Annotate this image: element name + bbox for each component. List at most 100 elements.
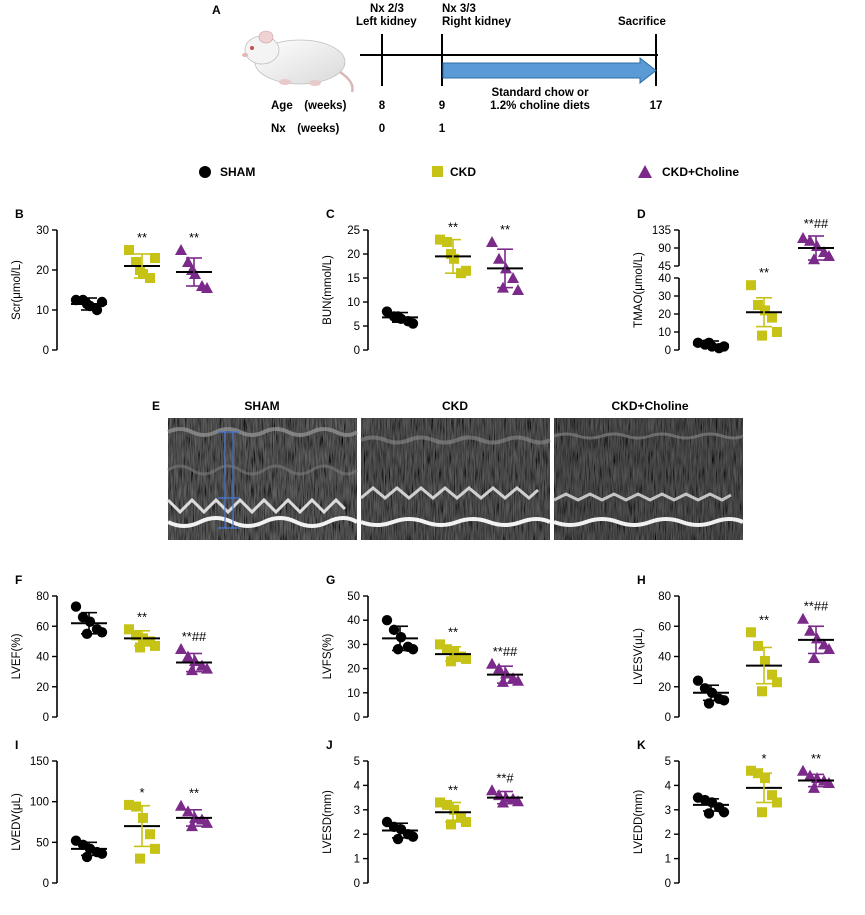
group-sham <box>692 675 730 709</box>
significance-label: * <box>139 785 144 800</box>
data-point <box>808 253 820 265</box>
legend-label-ckd-choline: CKD+Choline <box>662 165 739 179</box>
data-point <box>746 765 756 776</box>
significance-label: ** <box>759 265 769 280</box>
panel-letter: B <box>15 207 24 221</box>
y-tick-label: 3 <box>665 805 671 817</box>
data-point <box>767 312 777 323</box>
y-tick-label: 0 <box>43 878 49 890</box>
group-ckd: ** <box>746 265 782 341</box>
data-point <box>512 795 524 807</box>
data-point <box>70 601 82 612</box>
y-tick-label: 20 <box>36 682 49 694</box>
data-point <box>135 853 145 864</box>
y-tick-label: 60 <box>36 621 49 633</box>
significance-label: **## <box>493 644 518 659</box>
y-tick-label: 90 <box>658 243 671 255</box>
data-point <box>84 616 96 627</box>
age-value-8: 8 <box>379 100 386 112</box>
y-tick-label: 135 <box>652 225 671 237</box>
age-value-9: 9 <box>439 100 445 112</box>
y-tick-label: 20 <box>347 249 360 261</box>
panel-letter: D <box>637 207 646 221</box>
data-point <box>182 650 194 662</box>
data-point <box>201 662 213 674</box>
data-point <box>388 624 400 636</box>
y-tick-label: 1 <box>354 854 360 866</box>
data-point <box>150 253 160 263</box>
data-point <box>497 796 509 808</box>
data-point <box>131 257 141 267</box>
group-ckd: ** <box>124 230 160 283</box>
y-tick-label: 0 <box>43 712 49 724</box>
y-tick-label: 0 <box>665 712 671 724</box>
y-tick-label: 3 <box>354 805 360 817</box>
data-point <box>449 646 459 657</box>
data-point <box>182 805 194 817</box>
data-point <box>381 615 393 626</box>
y-tick-label: 40 <box>36 652 49 664</box>
y-tick-label: 20 <box>658 682 671 694</box>
y-tick-label: 80 <box>658 591 671 603</box>
echo-label-ckd-choline: CKD+Choline <box>611 399 688 413</box>
data-point <box>746 280 756 291</box>
y-tick-label: 30 <box>347 639 360 651</box>
data-point <box>395 631 407 643</box>
y-tick-label: 10 <box>36 305 49 317</box>
data-point <box>757 686 767 697</box>
y-tick-label: 0 <box>665 345 671 357</box>
data-point <box>201 816 213 828</box>
data-point <box>175 642 187 654</box>
data-point <box>718 695 730 706</box>
echo-label-ckd: CKD <box>442 399 468 413</box>
data-point <box>446 249 456 259</box>
group-ckd-choline: **# <box>486 770 524 808</box>
event-right-line1: Nx 3/3 <box>442 3 476 15</box>
panel-e: E SHAM CKD CKD+Choline <box>152 399 744 540</box>
panel-a: A Nx 2/3 Left kidney Nx 3/3 Right kidney… <box>212 3 666 135</box>
echo-label-sham: SHAM <box>244 399 279 413</box>
data-point <box>138 812 148 823</box>
legend-marker-ckd <box>432 166 443 177</box>
group-sham <box>70 601 108 640</box>
diet-arrow <box>442 56 657 85</box>
data-point <box>746 627 756 638</box>
data-point <box>804 234 816 246</box>
y-axis-label: BUN(mmol/L) <box>322 255 334 325</box>
data-point <box>446 819 456 830</box>
legend: SHAM CKD CKD+Choline <box>199 165 739 179</box>
y-tick-label: 80 <box>36 591 49 603</box>
data-point <box>392 833 404 845</box>
group-ckd: ** <box>124 609 160 653</box>
y-tick-label: 50 <box>36 837 49 849</box>
panel-letter-a: A <box>212 3 221 17</box>
data-point <box>135 265 145 275</box>
y-tick-label: 150 <box>30 756 49 768</box>
data-point <box>760 656 770 667</box>
panel-letter: G <box>326 573 335 587</box>
data-point <box>442 799 452 810</box>
data-point <box>407 644 419 655</box>
data-point <box>407 831 419 842</box>
y-tick-label: 25 <box>347 225 360 237</box>
y-tick-label: 40 <box>658 652 671 664</box>
data-point <box>823 250 835 261</box>
data-point <box>753 300 763 310</box>
legend-label-ckd: CKD <box>450 165 476 179</box>
significance-label: ** <box>189 786 199 801</box>
y-tick-label: 10 <box>347 297 360 309</box>
data-point <box>692 675 704 686</box>
group-ckd: ** <box>746 612 782 697</box>
scatter-panels: 0102030BScr(μmol/L)****0510152025CBUN(mm… <box>11 207 835 890</box>
data-point <box>124 245 134 255</box>
echo-image-ckd <box>360 418 551 540</box>
significance-label: ** <box>137 230 147 245</box>
y-tick-label: 60 <box>658 621 671 633</box>
data-point <box>461 817 471 827</box>
